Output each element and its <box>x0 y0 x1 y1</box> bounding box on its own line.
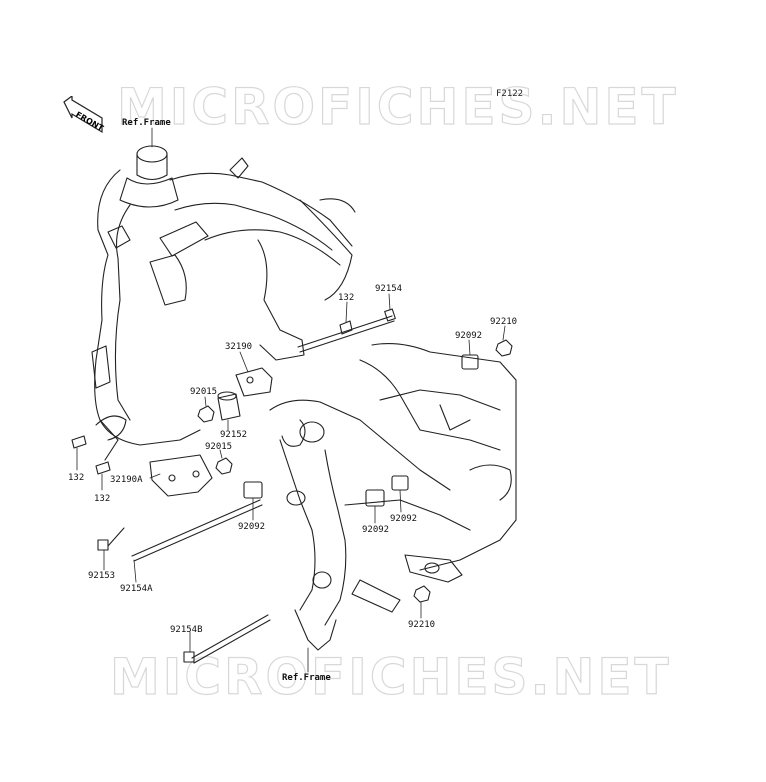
part-label-92015-upper: 92015 <box>190 387 218 397</box>
mounting-hardware <box>71 308 513 664</box>
watermark-top: MICROFICHES.NET <box>116 77 679 136</box>
part-label-92152: 92152 <box>220 430 248 440</box>
part-label-92154b: 92154B <box>170 625 203 635</box>
part-label-32190a: 32190A <box>110 475 143 485</box>
part-label-92210-lower: 92210 <box>408 620 436 630</box>
part-label-132-upper: 132 <box>338 293 355 303</box>
part-label-92154: 92154 <box>375 284 403 294</box>
engine-block <box>269 343 517 651</box>
part-label-92092-right: 92092 <box>390 514 418 524</box>
part-label-92154a: 92154A <box>120 584 153 594</box>
main-frame <box>91 145 356 461</box>
ref-frame-label-bottom: Ref.Frame <box>282 673 331 683</box>
part-label-92210-upper: 92210 <box>490 317 518 327</box>
diagram-id: F2122 <box>496 89 524 99</box>
part-label-92092-mid: 92092 <box>238 522 266 532</box>
part-label-132-left: 132 <box>68 473 85 483</box>
part-label-92015-lower: 92015 <box>205 442 233 452</box>
leader-lines <box>76 127 506 673</box>
watermark-bottom: MICROFICHES.NET <box>109 647 672 706</box>
part-label-92153: 92153 <box>88 571 116 581</box>
part-label-132-lower: 132 <box>94 494 111 504</box>
part-label-92092-upper: 92092 <box>455 331 483 341</box>
ref-frame-label-top: Ref.Frame <box>122 118 171 128</box>
part-label-92092-center: 92092 <box>362 525 390 535</box>
part-label-32190: 32190 <box>225 342 253 352</box>
front-arrow-icon: FRONT <box>63 96 105 133</box>
